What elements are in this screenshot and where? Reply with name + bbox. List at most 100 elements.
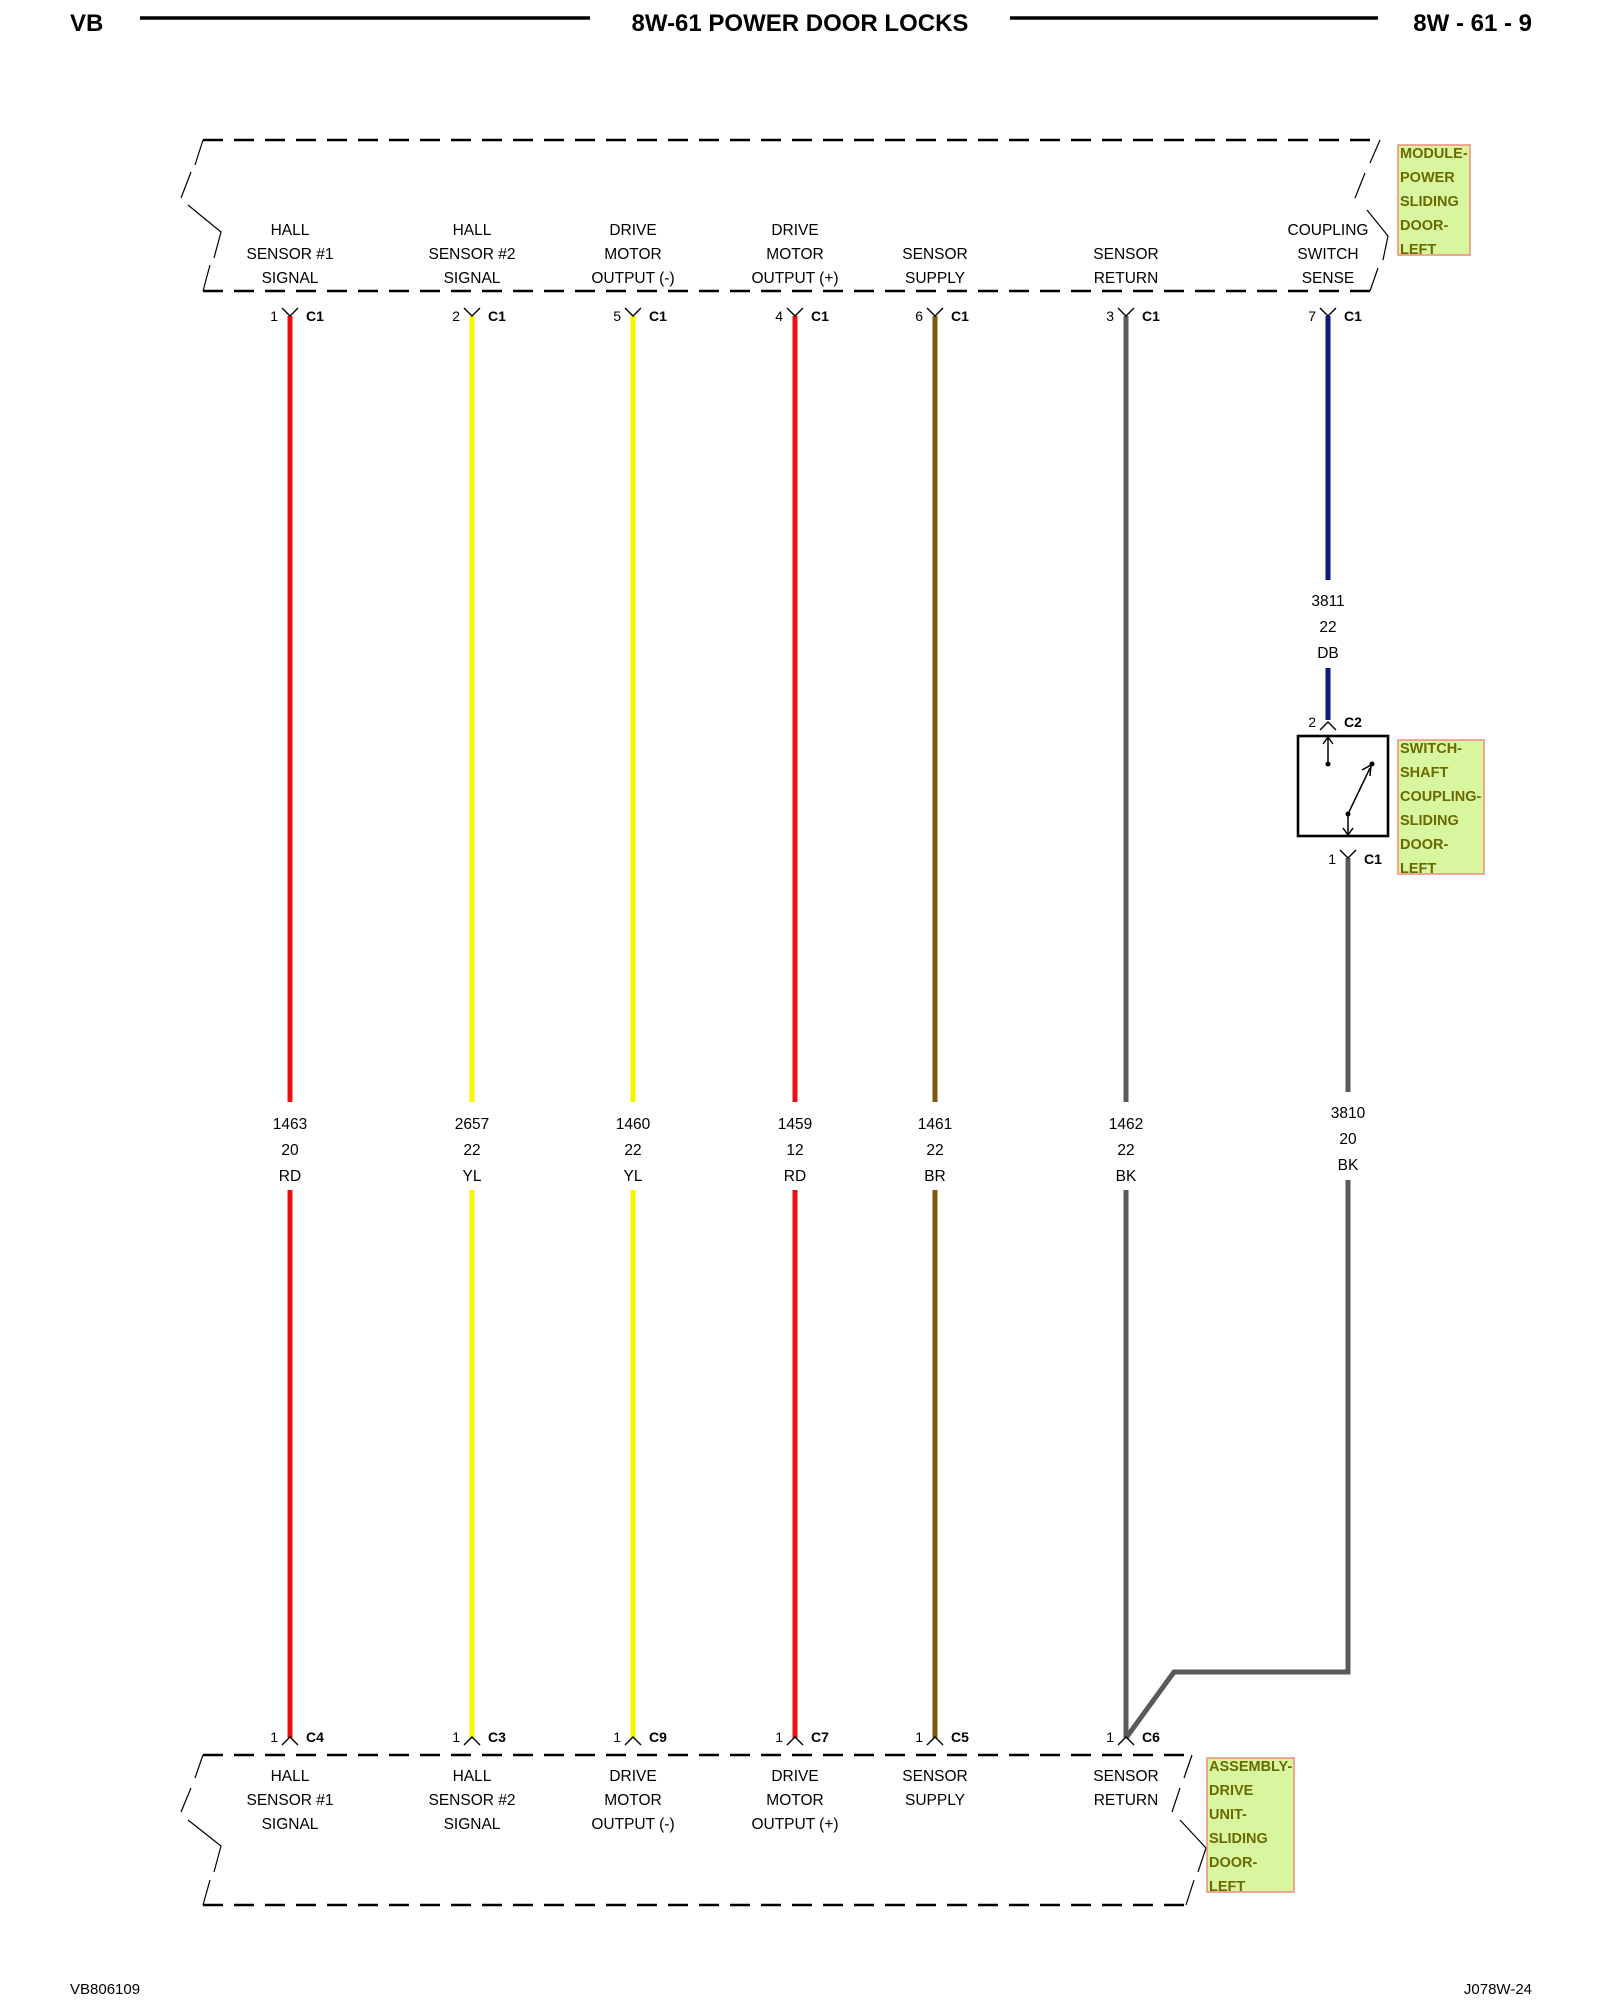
pin-number: 1 — [613, 1729, 621, 1745]
pin-function-label: SENSOR #1 — [246, 1792, 333, 1809]
wire-gauge: 22 — [463, 1142, 480, 1159]
pin-number: 1 — [1106, 1729, 1114, 1745]
pin-function-label: HALL — [453, 1768, 492, 1785]
wire-gauge: 20 — [281, 1142, 299, 1159]
pin-function-label: SIGNAL — [262, 1816, 319, 1833]
svg-text:SHAFT: SHAFT — [1400, 765, 1448, 781]
connector-pin-symbol — [281, 307, 299, 317]
wire-color-code: DB — [1317, 645, 1339, 662]
pin-number: 4 — [775, 308, 783, 324]
page-title: 8W-61 POWER DOOR LOCKS — [632, 10, 969, 37]
svg-text:LEFT: LEFT — [1400, 861, 1436, 877]
assembly-frame — [180, 1753, 1207, 1907]
svg-text:ASSEMBLY-: ASSEMBLY- — [1209, 1759, 1292, 1775]
connector-pin-symbol — [926, 307, 944, 317]
svg-text:SLIDING: SLIDING — [1209, 1831, 1268, 1847]
page-header: VB 8W-61 POWER DOOR LOCKS 8W - 61 - 9 — [70, 10, 1532, 37]
pin-number: 1 — [775, 1729, 783, 1745]
wire-circuit-number: 1463 — [273, 1116, 307, 1133]
connector-id: C1 — [306, 308, 324, 324]
pin-number: 7 — [1308, 308, 1316, 324]
pin-number: 1 — [1328, 851, 1336, 867]
wire-color-code: YL — [463, 1168, 482, 1185]
wire-gauge: 12 — [786, 1142, 803, 1159]
pin-function-label: DRIVE — [771, 1768, 818, 1785]
pin-function-label: MOTOR — [766, 1792, 823, 1809]
wire-color-code: BR — [924, 1168, 946, 1185]
pin-function-label: SENSOR — [1093, 1768, 1158, 1785]
pin-function-label: SIGNAL — [444, 1816, 501, 1833]
wire-gauge: 22 — [926, 1142, 943, 1159]
connector-pin-symbol — [624, 1736, 642, 1746]
pin-function-label: DRIVE — [771, 222, 818, 239]
pin-function-label: HALL — [271, 1768, 310, 1785]
pin-number: 2 — [1308, 714, 1316, 730]
switch-component-label: SWITCH- SHAFT COUPLING- SLIDING DOOR- LE… — [1397, 739, 1485, 877]
pin-function-label: SENSOR — [1093, 246, 1158, 263]
svg-text:DOOR-: DOOR- — [1400, 218, 1449, 234]
wire-gauge: 22 — [1117, 1142, 1134, 1159]
connector-pin-symbol — [1117, 307, 1135, 317]
pin-function-label: HALL — [271, 222, 310, 239]
pin-number: 1 — [270, 308, 278, 324]
page-number: 8W - 61 - 9 — [1413, 10, 1532, 37]
svg-text:LEFT: LEFT — [1209, 1879, 1245, 1895]
connector-id: C4 — [306, 1729, 324, 1745]
pin-function-label: RETURN — [1094, 270, 1159, 287]
pin-number: 2 — [452, 308, 460, 324]
pin-function-label: SENSE — [1302, 270, 1355, 287]
pin-function-label: COUPLING — [1288, 222, 1369, 239]
wire-layer — [287, 316, 1351, 1740]
pin-function-label: SWITCH — [1297, 246, 1358, 263]
pin-function-label: SENSOR #1 — [246, 246, 333, 263]
wire-gauge: 22 — [1319, 619, 1336, 636]
svg-text:LEFT: LEFT — [1400, 242, 1436, 258]
connector-id: C1 — [951, 308, 969, 324]
pin-function-label: OUTPUT (+) — [751, 270, 838, 287]
pin-function-label: OUTPUT (+) — [751, 1816, 838, 1833]
svg-text:UNIT-: UNIT- — [1209, 1807, 1247, 1823]
pin-function-label: MOTOR — [604, 246, 661, 263]
svg-text:SWITCH-: SWITCH- — [1400, 741, 1462, 757]
module-component-label: MODULE- POWER SLIDING DOOR- LEFT — [1397, 144, 1471, 258]
assembly-component-label: ASSEMBLY- DRIVE UNIT- SLIDING DOOR- LEFT — [1206, 1757, 1295, 1895]
connector-pin-symbol — [463, 1736, 481, 1746]
pin-function-label: OUTPUT (-) — [591, 270, 674, 287]
pin-function-label: SIGNAL — [444, 270, 501, 287]
pin-function-label: MOTOR — [766, 246, 823, 263]
header-left: VB — [70, 10, 103, 37]
connector-id: C1 — [1364, 851, 1382, 867]
wire-segment — [1123, 1180, 1351, 1740]
coupling-switch-symbol — [1296, 734, 1390, 838]
svg-text:DRIVE: DRIVE — [1209, 1783, 1254, 1799]
wire-circuit-number: 1461 — [918, 1116, 952, 1133]
pin-function-label: HALL — [453, 222, 492, 239]
svg-text:SLIDING: SLIDING — [1400, 813, 1459, 829]
wire-color-code: BK — [1338, 1157, 1359, 1174]
footer-right: J078W-24 — [1464, 1981, 1532, 1998]
module-frame — [180, 138, 1389, 293]
connector-pin-symbol — [786, 1736, 804, 1746]
pin-number: 1 — [452, 1729, 460, 1745]
connector-id: C1 — [1142, 308, 1160, 324]
connector-pin-symbol — [926, 1736, 944, 1746]
connector-id: C7 — [811, 1729, 829, 1745]
wire-circuit-number: 1462 — [1109, 1116, 1143, 1133]
connector-id: C1 — [649, 308, 667, 324]
connector-pin-symbol — [1319, 721, 1337, 731]
pin-function-label: SIGNAL — [262, 270, 319, 287]
pin-function-label: OUTPUT (-) — [591, 1816, 674, 1833]
pin-function-label: SENSOR #2 — [428, 246, 515, 263]
connector-id: C2 — [1344, 714, 1362, 730]
connector-id: C1 — [488, 308, 506, 324]
wire-color-code: BK — [1116, 1168, 1137, 1185]
connector-id: C1 — [1344, 308, 1362, 324]
wire-circuit-number: 1459 — [778, 1116, 812, 1133]
svg-text:SLIDING: SLIDING — [1400, 194, 1459, 210]
connector-pin-symbol — [281, 1736, 299, 1746]
wire-circuit-number: 2657 — [455, 1116, 489, 1133]
connector-id: C9 — [649, 1729, 667, 1745]
wire-circuit-number: 3810 — [1331, 1105, 1366, 1122]
wire-circuit-number: 3811 — [1311, 593, 1344, 610]
connector-id: C6 — [1142, 1729, 1160, 1745]
